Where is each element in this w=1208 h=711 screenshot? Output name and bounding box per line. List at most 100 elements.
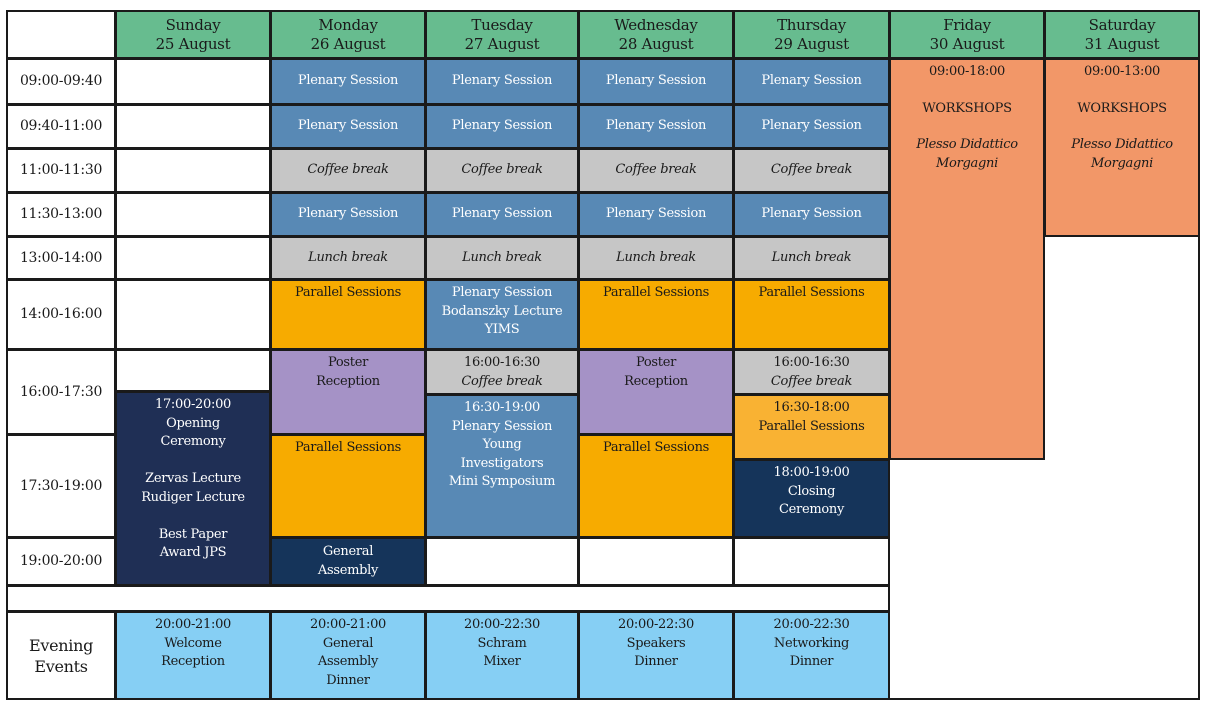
friday-workshops: 09:00-18:00 WORKSHOPS Plesso Didattico M…: [889, 58, 1045, 460]
plenary-session: Plenary Session: [425, 104, 579, 149]
day-name: Wednesday: [614, 15, 698, 34]
day-date: 26 August: [310, 34, 386, 53]
coffee-time: 16:00-16:30: [463, 355, 541, 370]
closing-label: Closing Ceremony: [778, 483, 845, 518]
parallel-sessions: Parallel Sessions: [578, 434, 734, 538]
parallel-sessions: Parallel Sessions: [270, 279, 426, 350]
plenary-session: Plenary Session: [425, 192, 579, 237]
plenary-session: Plenary Session: [733, 192, 890, 237]
plenary-session: Plenary Session: [733, 58, 890, 105]
day-name: Saturday: [1088, 15, 1156, 34]
day-date: 25 August: [155, 34, 231, 53]
spacer-row: [6, 585, 890, 612]
day-name: Thursday: [777, 15, 846, 34]
workshop-venue: Plesso Didattico Morgagni: [916, 137, 1018, 171]
lunch-break: Lunch break: [270, 236, 426, 280]
day-date: 27 August: [464, 34, 540, 53]
empty-cell: [115, 279, 271, 350]
plenary-session: Plenary Session: [578, 192, 734, 237]
time-slot: 19:00-20:00: [6, 537, 116, 586]
workshop-time: 09:00-18:00: [928, 64, 1006, 79]
empty-cell: [115, 58, 271, 105]
workshop-title: WORKSHOPS: [922, 100, 1012, 116]
yims-label: Plenary Session Young Investigators Mini…: [448, 418, 556, 490]
coffee-break: Coffee break: [578, 148, 734, 193]
evening-events-label: Evening Events: [6, 611, 116, 700]
lunch-break: Lunch break: [733, 236, 890, 280]
plenary-session: Plenary Session: [425, 58, 579, 105]
plenary-session: Plenary Session: [578, 58, 734, 105]
lunch-break: Lunch break: [425, 236, 579, 280]
coffee-break: Coffee break: [270, 148, 426, 193]
poster-reception: Poster Reception: [578, 349, 734, 435]
poster-reception: Poster Reception: [270, 349, 426, 435]
coffee-time: 16:00-16:30: [773, 355, 850, 370]
plenary-session: Plenary Session: [270, 192, 426, 237]
time-slot: 13:00-14:00: [6, 236, 116, 280]
corner-cell: [6, 10, 116, 59]
closing-time: 18:00-19:00: [773, 465, 850, 480]
day-name: Monday: [318, 15, 378, 34]
day-name: Friday: [943, 15, 991, 34]
plenary-session: Plenary Session: [270, 58, 426, 105]
coffee-label: Coffee break: [461, 373, 543, 389]
day-date: 29 August: [774, 34, 849, 53]
empty-cell: [578, 537, 734, 586]
coffee-break: Coffee break: [425, 148, 579, 193]
workshop-title: WORKSHOPS: [1077, 100, 1167, 116]
parallel-sessions: Parallel Sessions: [733, 279, 890, 350]
plenary-session: Plenary Session: [270, 104, 426, 149]
workshop-time: 09:00-13:00: [1083, 64, 1161, 79]
plenary-session: Plenary Session: [578, 104, 734, 149]
time-slot: 14:00-16:00: [6, 279, 116, 350]
time-slot: 16:00-17:30: [6, 349, 116, 435]
plenary-bodanszky-yims: Plenary Session Bodanszky Lecture YIMS: [425, 279, 579, 350]
day-date: 30 August: [929, 34, 1005, 53]
empty-cell: [115, 104, 271, 149]
empty-cell: [115, 148, 271, 193]
workshop-venue: Plesso Didattico Morgagni: [1071, 137, 1173, 171]
parallel-sessions: Parallel Sessions: [578, 279, 734, 350]
time-slot: 09:00-09:40: [6, 58, 116, 105]
evening-event: 20:00-22:30 Schram Mixer: [425, 611, 579, 700]
day-date: 28 August: [618, 34, 694, 53]
empty-cell: [115, 192, 271, 237]
time-slot: 11:30-13:00: [6, 192, 116, 237]
time-slot: 11:00-11:30: [6, 148, 116, 193]
saturday-workshops: 09:00-13:00 WORKSHOPS Plesso Didattico M…: [1044, 58, 1200, 237]
time-slot: 09:40-11:00: [6, 104, 116, 149]
yims-time: 16:30-19:00: [463, 400, 541, 415]
evening-event: 20:00-22:30 Speakers Dinner: [578, 611, 734, 700]
coffee-label: Coffee break: [770, 373, 853, 389]
empty-cell: [115, 236, 271, 280]
time-slot: 17:30-19:00: [6, 434, 116, 538]
empty-cell: [115, 349, 271, 392]
evening-event: 20:00-21:00 General Assembly Dinner: [270, 611, 426, 700]
empty-cell: [733, 537, 890, 586]
lunch-break: Lunch break: [578, 236, 734, 280]
day-name: Tuesday: [471, 15, 533, 34]
parallel-time: 16:30-18:00: [773, 400, 850, 415]
day-name: Sunday: [165, 15, 221, 34]
day-date: 31 August: [1084, 34, 1160, 53]
parallel-sessions: Parallel Sessions: [270, 434, 426, 538]
coffee-break: Coffee break: [733, 148, 890, 193]
evening-event: 20:00-22:30 Networking Dinner: [733, 611, 890, 700]
plenary-session: Plenary Session: [733, 104, 890, 149]
opening-ceremony-block: 17:00-20:00 Opening Ceremony Zervas Lect…: [115, 391, 271, 586]
empty-cell: [425, 537, 579, 586]
evening-event: 20:00-21:00 Welcome Reception: [115, 611, 271, 700]
general-assembly: General Assembly: [270, 537, 426, 586]
